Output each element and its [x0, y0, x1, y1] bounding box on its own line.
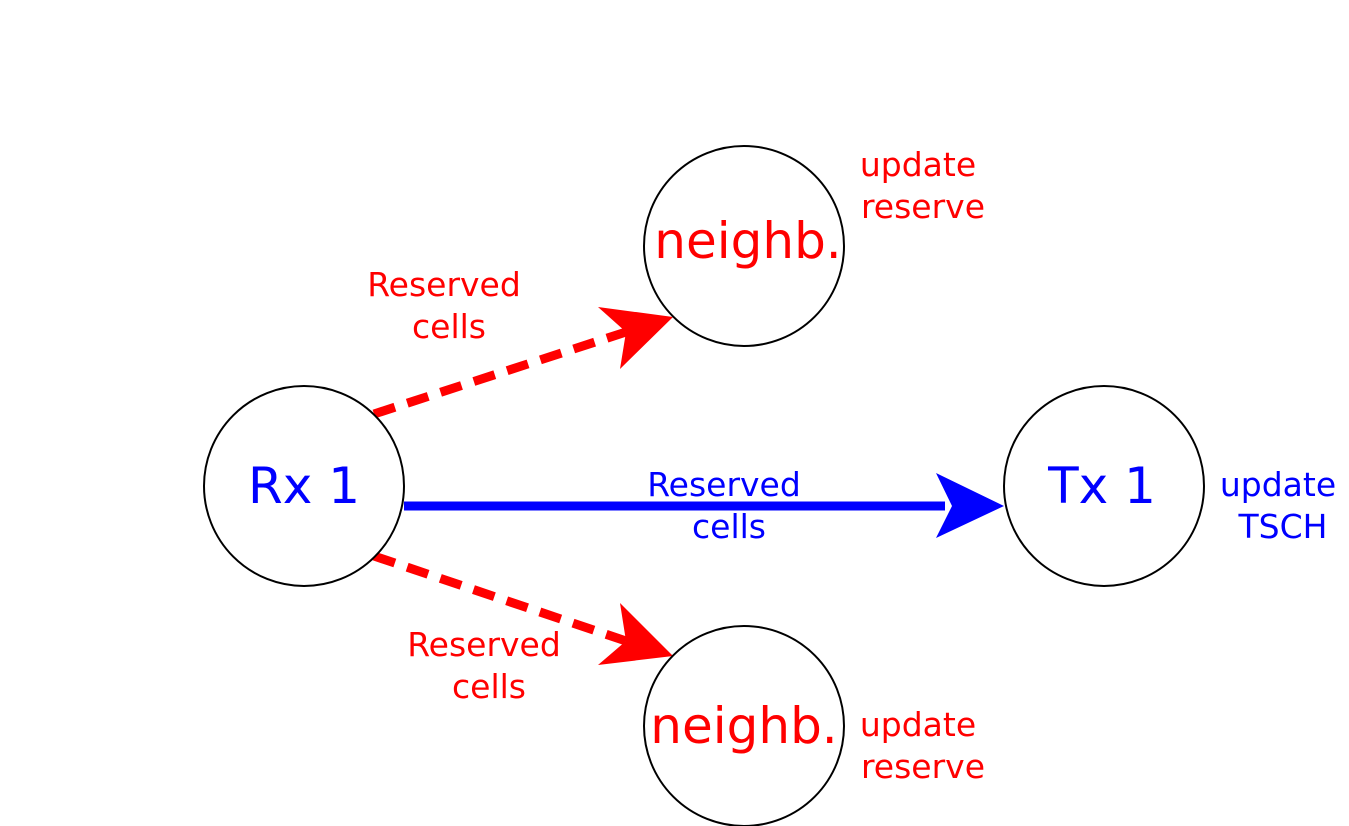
- edge-rx-to-neighbor-bottom: [372, 551, 673, 665]
- note-neighbor-top-line2: reserve: [861, 187, 985, 226]
- node-neighbor-top-label: neighb.: [654, 212, 841, 270]
- arrowhead-tx: [936, 473, 1004, 538]
- node-rx: Rx 1: [203, 385, 405, 587]
- note-neighbor-bottom-line1: update: [860, 705, 976, 744]
- edge-label-top-line2: cells: [412, 307, 486, 346]
- note-tx: update TSCH: [1220, 465, 1336, 546]
- node-neighbor-top: neighb.: [643, 145, 845, 347]
- node-tx-label: Tx 1: [1047, 457, 1156, 515]
- note-neighbor-bottom-line2: reserve: [861, 747, 985, 786]
- edge-label-top-line1: Reserved: [367, 265, 521, 304]
- node-neighbor-bottom-label: neighb.: [650, 697, 837, 755]
- edge-label-bottom: Reserved cells: [407, 625, 561, 706]
- edge-rx-to-tx: [404, 473, 1004, 538]
- note-neighbor-top: update reserve: [860, 145, 985, 226]
- edge-label-middle: Reserved cells: [647, 465, 801, 546]
- edge-label-middle-line2: cells: [692, 507, 766, 546]
- edge-label-top: Reserved cells: [367, 265, 521, 346]
- edge-label-bottom-line2: cells: [452, 667, 526, 706]
- node-rx-label: Rx 1: [248, 457, 360, 515]
- note-neighbor-top-line1: update: [860, 145, 976, 184]
- edge-label-bottom-line1: Reserved: [407, 625, 561, 664]
- arrowhead-top: [598, 307, 673, 369]
- note-neighbor-bottom: update reserve: [860, 705, 985, 786]
- note-tx-line2: TSCH: [1238, 507, 1328, 546]
- node-tx: Tx 1: [1003, 385, 1205, 587]
- edge-rx-to-neighbor-top: [372, 307, 673, 419]
- note-tx-line1: update: [1220, 465, 1336, 504]
- edge-label-middle-line1: Reserved: [647, 465, 801, 504]
- node-neighbor-bottom: neighb.: [643, 625, 845, 826]
- arrowhead-bottom: [598, 603, 673, 665]
